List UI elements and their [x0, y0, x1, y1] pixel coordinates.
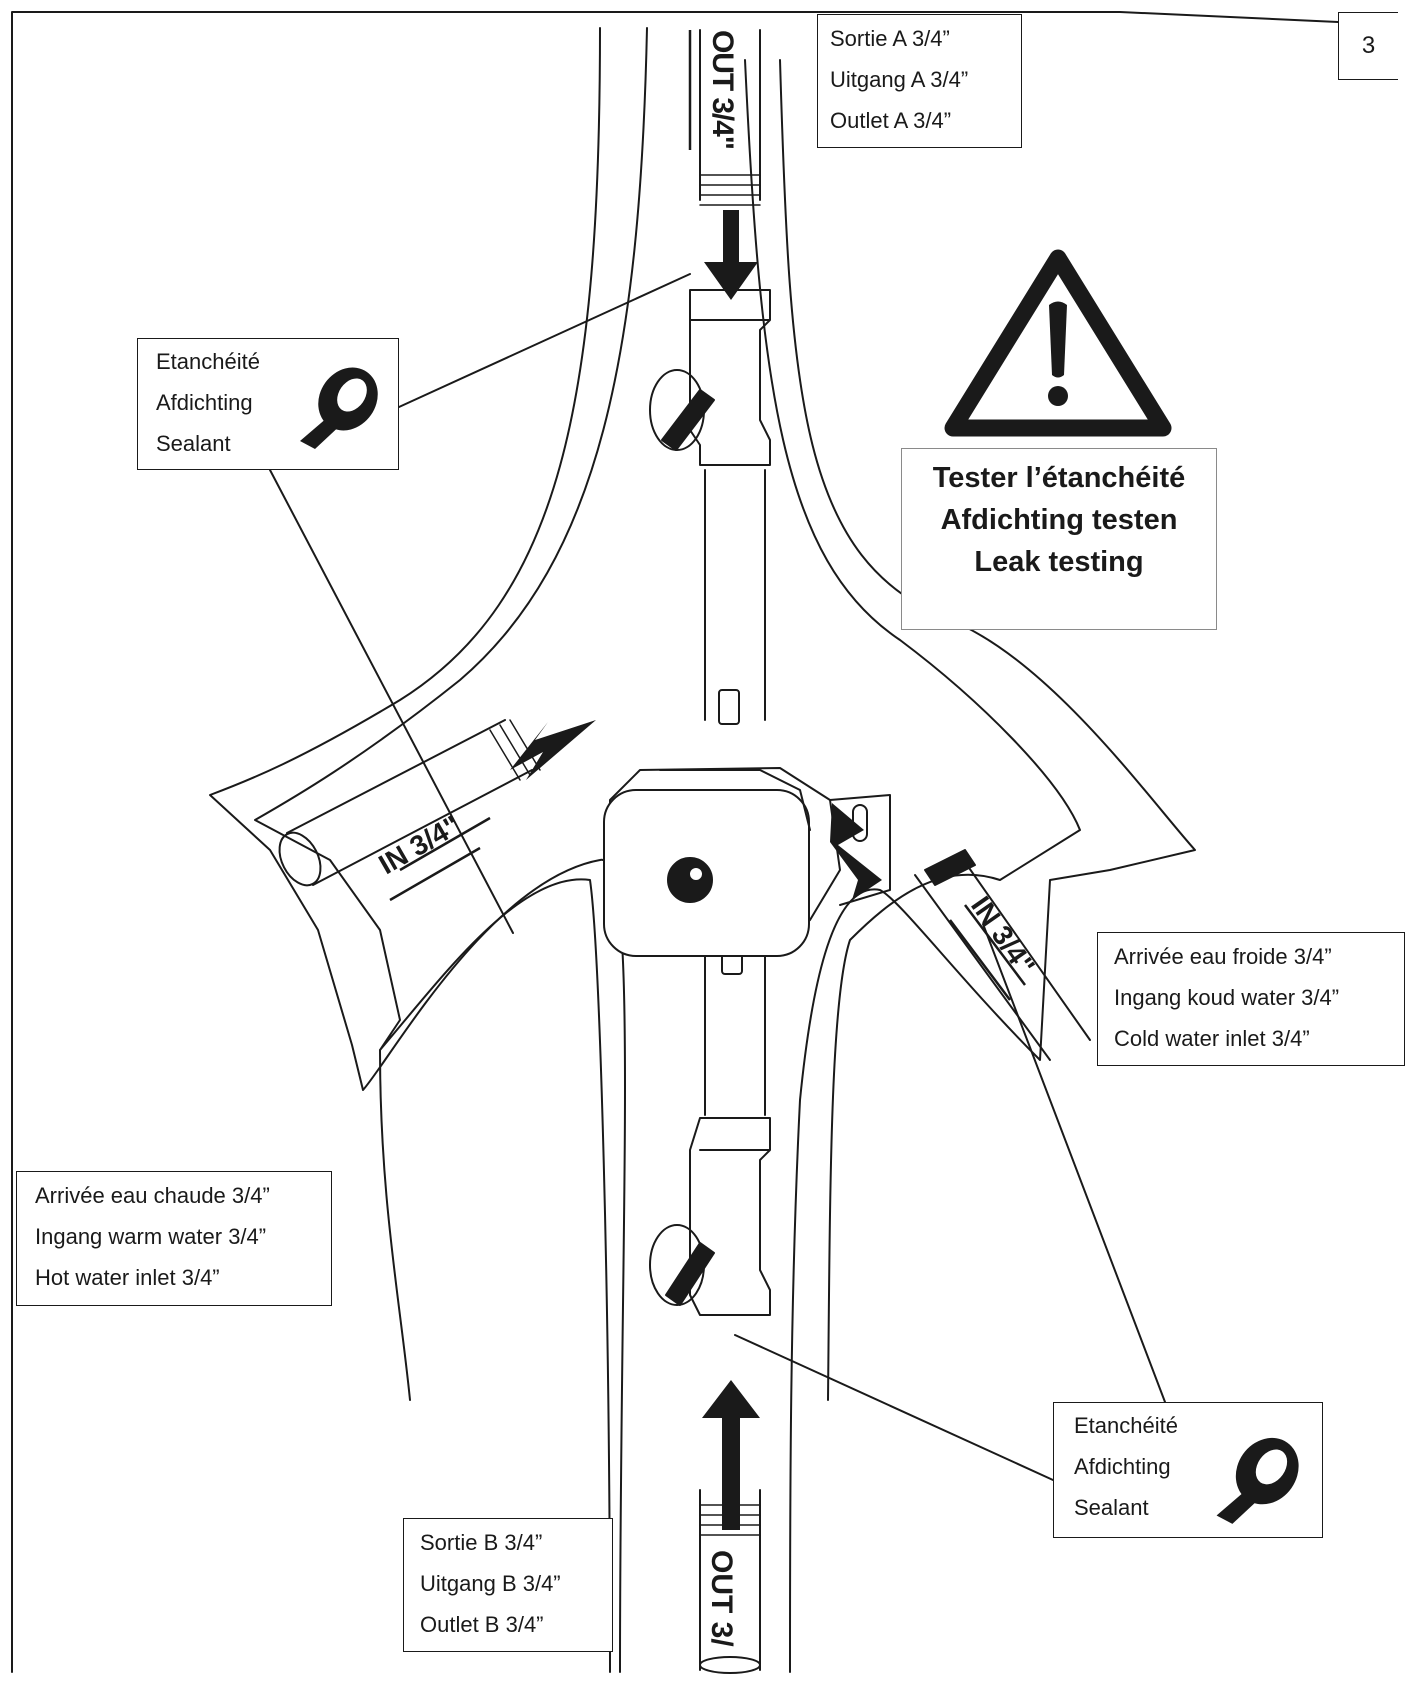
outlet-b-pipe	[699, 1489, 761, 1671]
chase-bottom-left	[379, 1049, 411, 1401]
label-sealant-top-fr: Etanchéité	[156, 349, 260, 374]
vertical-pipe	[704, 469, 766, 1116]
label-cold-inlet-fr: Arrivée eau froide 3/4”	[1114, 944, 1332, 969]
leak-testing-nl: Afdichting testen	[940, 504, 1178, 536]
label-outlet-a: Sortie A 3/4” Uitgang A 3/4” Outlet A 3/…	[817, 14, 1022, 148]
chase-outline-left-inner	[254, 27, 648, 1673]
label-outlet-b-en: Outlet B 3/4”	[420, 1612, 544, 1637]
label-cold-inlet-en: Cold water inlet 3/4”	[1114, 1026, 1310, 1051]
label-hot-inlet-fr: Arrivée eau chaude 3/4”	[35, 1183, 270, 1208]
label-outlet-b: Sortie B 3/4” Uitgang B 3/4” Outlet B 3/…	[403, 1518, 613, 1652]
label-sealant-top-en: Sealant	[156, 431, 231, 456]
label-sealant-bottom-nl: Afdichting	[1074, 1454, 1171, 1479]
label-outlet-a-en: Outlet A 3/4”	[830, 108, 952, 133]
marking-out-top: OUT 3/4"	[706, 30, 739, 150]
flow-arrow-icon	[510, 720, 596, 780]
flow-arrow-icon	[830, 803, 882, 900]
flow-arrow-icon	[702, 1380, 760, 1530]
label-cold-inlet: Arrivée eau froide 3/4” Ingang koud wate…	[1097, 932, 1405, 1066]
label-outlet-b-fr: Sortie B 3/4”	[420, 1530, 543, 1555]
marking-out-bottom: OUT 3/	[705, 1550, 738, 1647]
label-sealant-bottom-fr: Etanchéité	[1074, 1413, 1178, 1438]
leader-sealant-top-down	[269, 469, 514, 934]
label-outlet-b-nl: Uitgang B 3/4”	[420, 1571, 561, 1596]
label-outlet-a-fr: Sortie A 3/4”	[830, 26, 950, 51]
chase-outline-left	[209, 27, 626, 1673]
label-cold-inlet-nl: Ingang koud water 3/4”	[1114, 985, 1340, 1010]
marking-in-left: IN 3/4"	[374, 809, 466, 880]
chase-outline-right	[779, 59, 1196, 1673]
sealant-tape-icon	[300, 367, 378, 449]
label-sealant-bottom: Etanchéité Afdichting Sealant	[1053, 1402, 1323, 1538]
warning-triangle-icon	[944, 249, 1172, 437]
elbow-bottom	[689, 1117, 771, 1316]
leader-sealant-bottom-up	[982, 923, 1166, 1403]
sealant-tape-icon	[1216, 1437, 1299, 1524]
chase-outline-right-inner	[744, 59, 1081, 1401]
label-hot-inlet-en: Hot water inlet 3/4”	[35, 1265, 220, 1290]
cold-inlet-pipe	[914, 854, 1091, 1061]
page-number: 3	[1338, 12, 1398, 80]
label-sealant-bottom-en: Sealant	[1074, 1495, 1149, 1520]
label-outlet-a-nl: Uitgang A 3/4”	[830, 67, 969, 92]
leader-sealant-bottom	[734, 1334, 1054, 1481]
leader-sealant-top	[398, 273, 691, 408]
label-sealant-top-nl: Afdichting	[156, 390, 253, 415]
label-hot-inlet-nl: Ingang warm water 3/4”	[35, 1224, 267, 1249]
leak-testing-en: Leak testing	[974, 546, 1144, 578]
hot-inlet-pipe	[286, 719, 533, 886]
leak-testing-box: Tester l’étanchéité Afdichting testen Le…	[901, 448, 1217, 630]
label-sealant-top: Etanchéité Afdichting Sealant	[137, 338, 399, 470]
leak-testing-fr: Tester l’étanchéité	[932, 462, 1186, 494]
marking-in-right: IN 3/4"	[965, 891, 1041, 981]
elbow-top	[689, 289, 771, 466]
flow-arrow-icon	[704, 210, 758, 300]
outlet-a-pipe	[699, 29, 761, 201]
page-frame	[11, 11, 1339, 1673]
label-hot-inlet: Arrivée eau chaude 3/4” Ingang warm wate…	[16, 1171, 332, 1306]
